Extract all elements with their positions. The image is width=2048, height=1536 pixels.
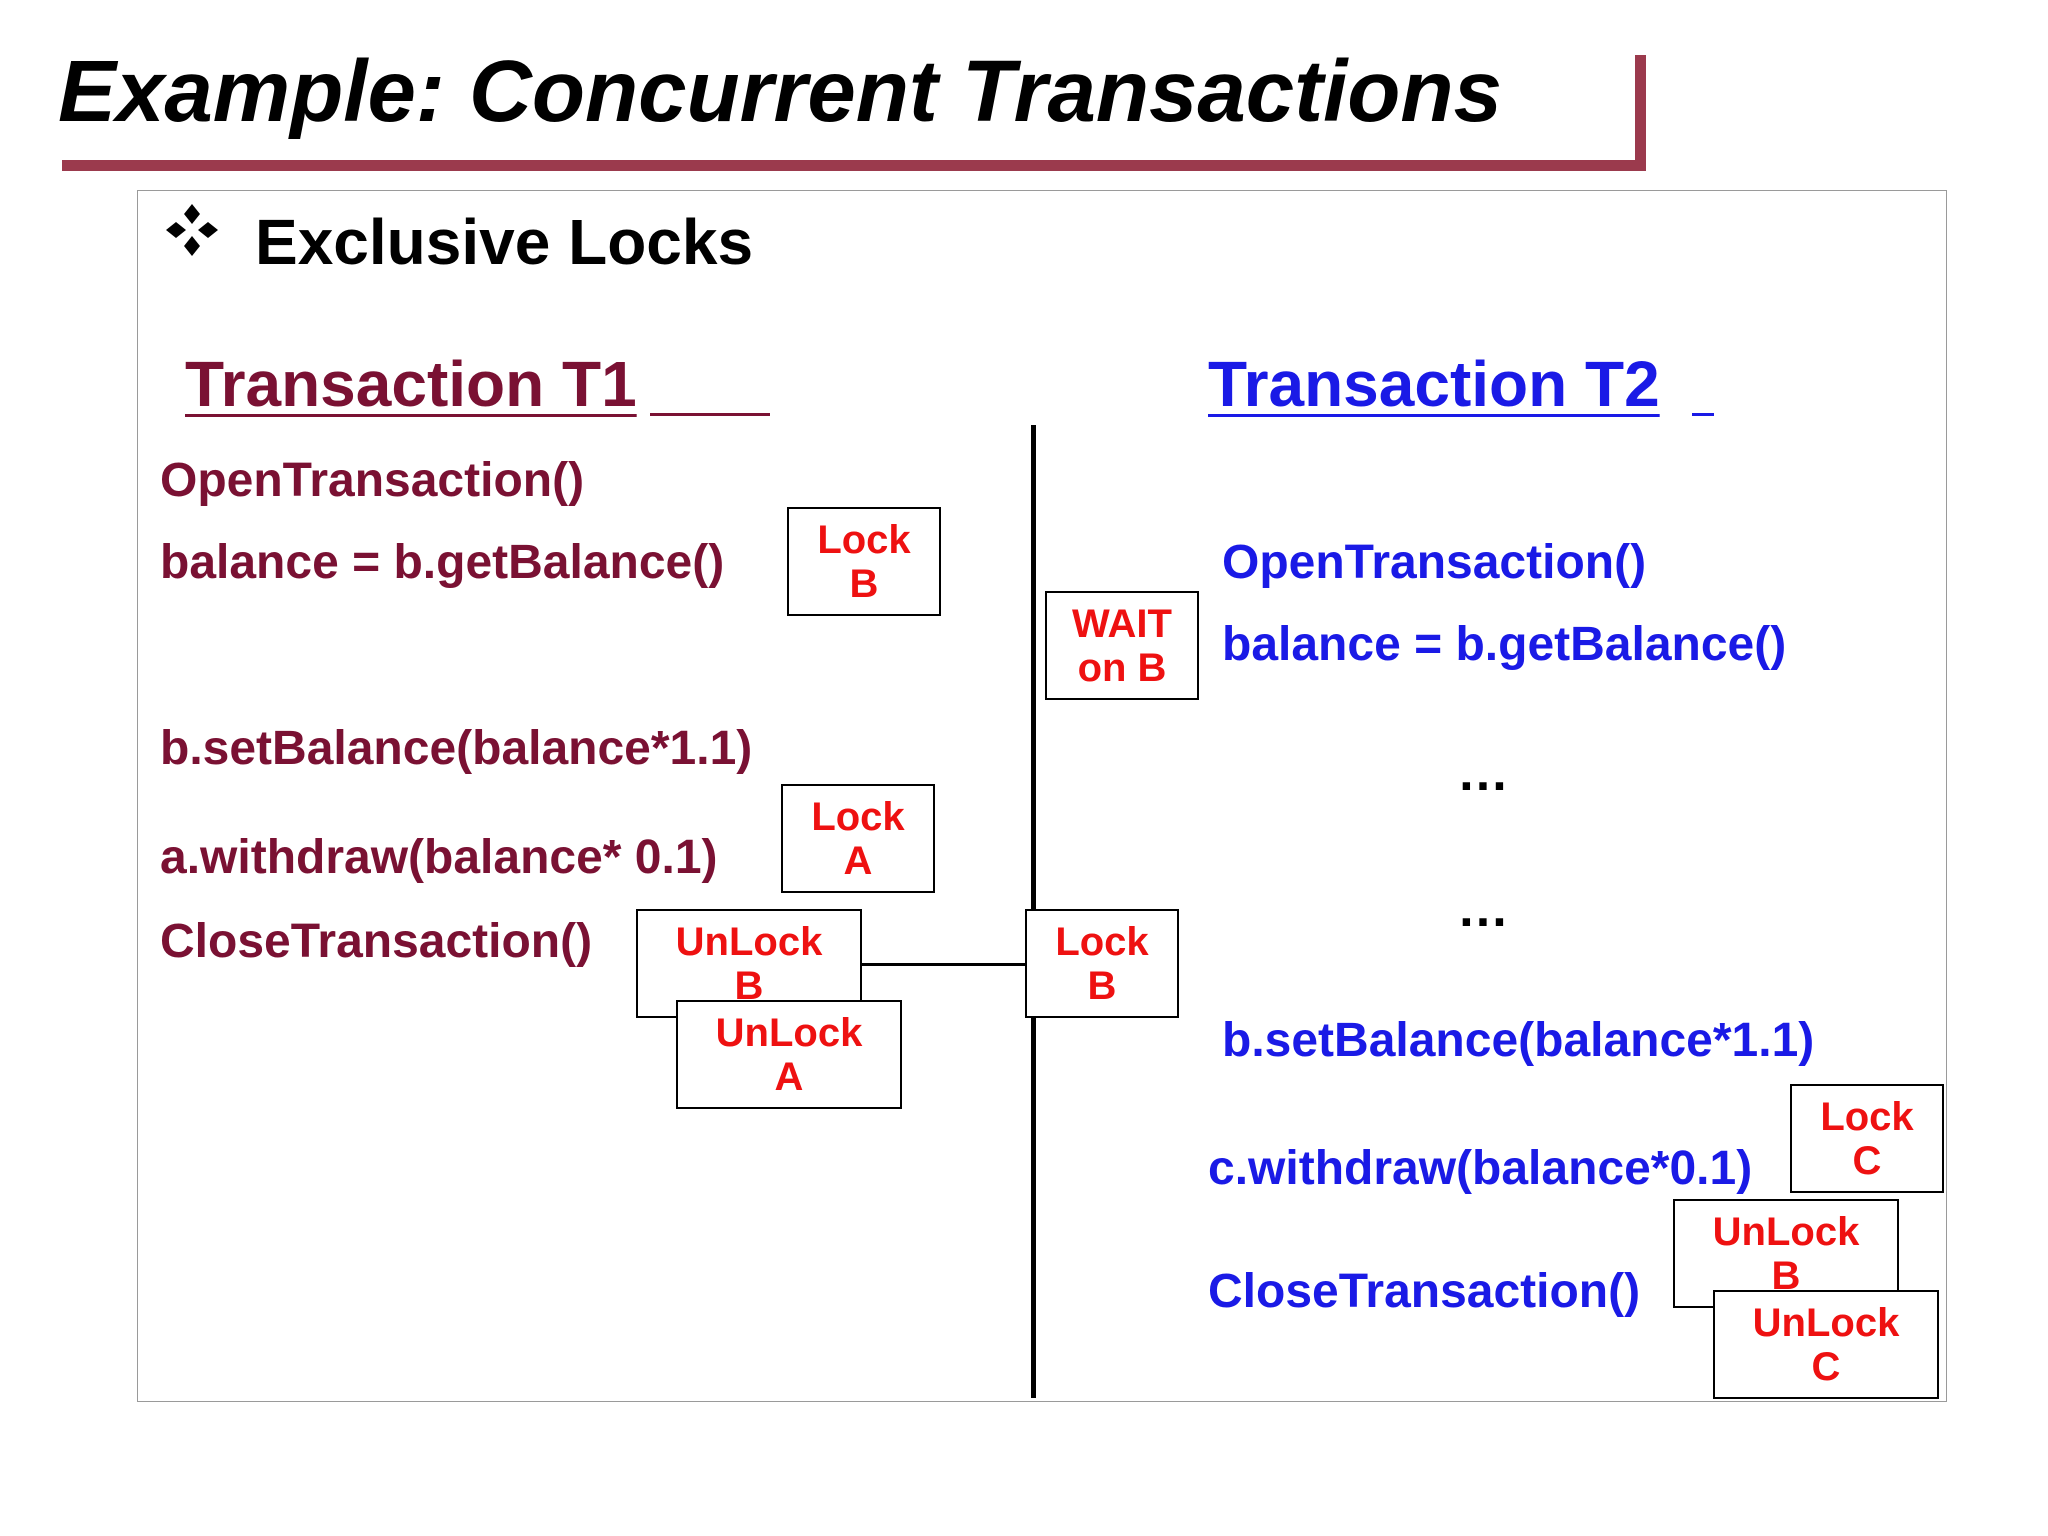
wait-label: WAIT: [1072, 601, 1172, 646]
t2-line-get-balance: balance = b.getBalance(): [1222, 618, 1787, 671]
t2-line-open: OpenTransaction(): [1222, 536, 1647, 589]
t1-unlock-a-label: UnLock: [715, 1010, 863, 1055]
t1-lock-a-label: Lock: [811, 794, 905, 839]
t1-lock-b-box: Lock B: [787, 507, 941, 616]
t2-unlock-b-label: UnLock: [1712, 1209, 1860, 1254]
t1-unlock-b-label: UnLock: [675, 919, 823, 964]
t2-line-withdraw: c.withdraw(balance*0.1): [1208, 1142, 1753, 1195]
t1-unlock-a-target: A: [774, 1054, 804, 1099]
title-side-bar: [1635, 55, 1646, 171]
t2-lock-b-box: Lock B: [1025, 909, 1179, 1018]
diamond-bullet-icon: [166, 204, 218, 256]
t1-unlock-a-box: UnLock A: [676, 1000, 902, 1109]
t1-line-withdraw: a.withdraw(balance* 0.1): [160, 831, 718, 884]
t1-line-open: OpenTransaction(): [160, 454, 585, 507]
t1-lock-a-box: Lock A: [781, 784, 935, 893]
lock-connector-line: [860, 963, 1028, 966]
t2-ellipsis-1: …: [1457, 744, 1513, 802]
wait-target: on B: [1077, 645, 1167, 690]
t2-lock-c-target: C: [1852, 1138, 1882, 1183]
title-underline-bar: [62, 160, 1646, 171]
t2-ellipsis-2: …: [1457, 880, 1513, 938]
t1-lock-a-target: A: [843, 838, 873, 883]
content-frame: [137, 190, 1947, 1402]
t1-heading-underline: [650, 413, 770, 416]
t2-lock-c-box: Lock C: [1790, 1084, 1944, 1193]
t2-lock-b-target: B: [1087, 963, 1117, 1008]
t1-line-get-balance: balance = b.getBalance(): [160, 536, 725, 589]
t1-line-set-balance: b.setBalance(balance*1.1): [160, 722, 753, 775]
t1-lock-b-label: Lock: [817, 517, 911, 562]
t1-heading: Transaction T1: [185, 348, 637, 420]
t1-lock-b-target: B: [849, 561, 879, 606]
t1-line-close: CloseTransaction(): [160, 915, 593, 968]
t2-line-close: CloseTransaction(): [1208, 1265, 1641, 1318]
t2-lock-b-label: Lock: [1055, 919, 1149, 964]
t2-unlock-c-box: UnLock C: [1713, 1290, 1939, 1399]
t2-lock-c-label: Lock: [1820, 1094, 1914, 1139]
t2-unlock-c-label: UnLock: [1752, 1300, 1900, 1345]
slide-title: Example: Concurrent Transactions: [58, 43, 1502, 140]
t2-line-set-balance: b.setBalance(balance*1.1): [1222, 1014, 1815, 1067]
t2-heading-underline: [1692, 413, 1714, 416]
t2-unlock-b-box: UnLock B: [1673, 1199, 1899, 1308]
t2-heading: Transaction T2: [1208, 348, 1660, 420]
section-heading: Exclusive Locks: [255, 206, 754, 278]
wait-on-b-box: WAIT on B: [1045, 591, 1199, 700]
t2-unlock-c-target: C: [1811, 1344, 1841, 1389]
